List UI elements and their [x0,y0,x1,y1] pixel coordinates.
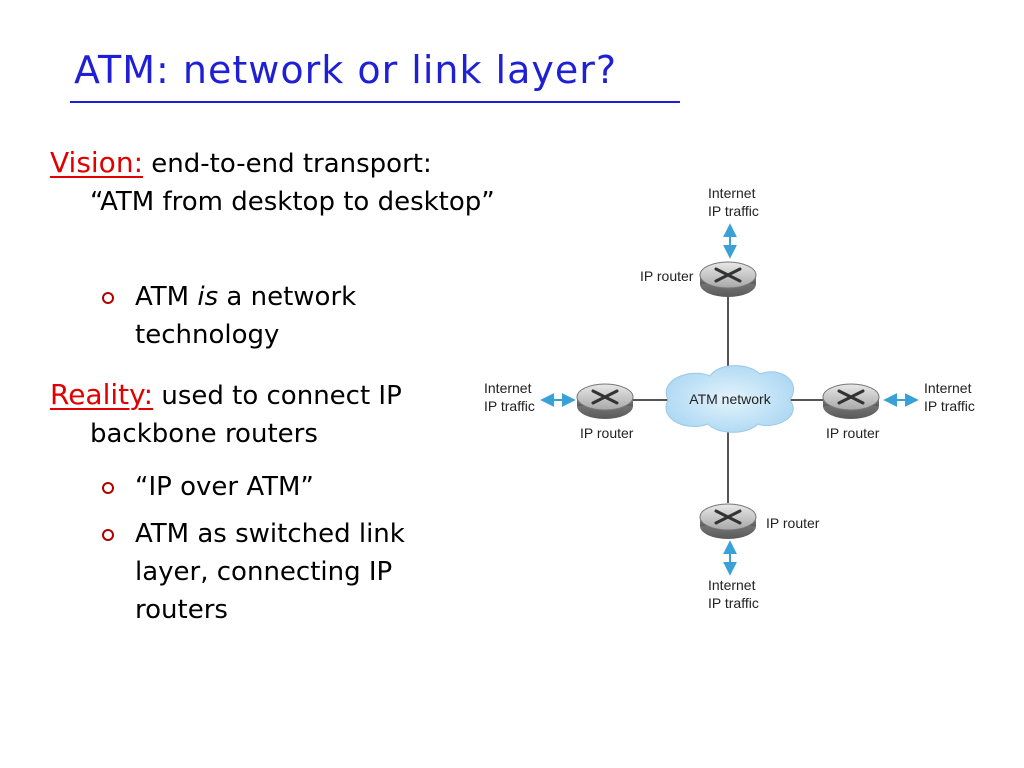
bullet-circle-icon [102,529,114,541]
ip-router-right [822,383,880,419]
vision-bullet-pre: ATM [135,282,198,312]
traffic-label-left-1: Internet [484,380,532,396]
bullet-circle-icon [102,292,114,304]
atm-network-label: ATM network [689,391,771,407]
vision-bullet-1: ATM is a network technology [90,278,475,354]
reality-text: used to connect IP backbone routers [90,381,402,449]
vision-bullet-em: is [197,282,219,312]
vision-paragraph: Vision: end-to-end transport: “ATM from … [50,144,500,221]
reality-paragraph: Reality: used to connect IP backbone rou… [50,376,500,453]
reality-label: Reality: [50,378,154,411]
slide-title: ATM: network or link layer? [74,48,618,92]
ip-router-left [576,383,634,419]
traffic-label-top-1: Internet [708,185,756,201]
bullet-circle-icon [102,482,114,494]
reality-bullet-1: “IP over ATM” [90,468,475,506]
router-x-icon [714,267,742,283]
router-x-icon [837,389,865,405]
atm-network-cloud: ATM network [665,365,795,433]
reality-bullet-2: ATM as switched link layer, connecting I… [90,515,475,629]
vision-text: end-to-end transport: “ATM from desktop … [90,149,495,217]
atm-network-diagram: ATM network IP router IP router IP route… [484,185,975,611]
reality-bullet-1-text: “IP over ATM” [135,472,314,502]
router-x-icon [591,389,619,405]
traffic-label-right-2: IP traffic [924,398,975,414]
traffic-label-right-1: Internet [924,380,972,396]
title-underline [70,101,680,103]
reality-bullet-2-text: ATM as switched link layer, connecting I… [135,519,405,625]
traffic-label-bottom-1: Internet [708,577,756,593]
traffic-label-top-2: IP traffic [708,203,759,219]
router-label-left: IP router [580,425,634,441]
router-label-top: IP router [640,268,694,284]
ip-router-bottom [699,503,757,539]
router-label-right: IP router [826,425,880,441]
vision-bullet-post: a network technology [135,282,357,350]
traffic-label-bottom-2: IP traffic [708,595,759,611]
router-label-bottom: IP router [766,515,820,531]
ip-router-top [699,261,757,297]
traffic-label-left-2: IP traffic [484,398,535,414]
router-x-icon [714,509,742,525]
vision-label: Vision: [50,146,143,179]
